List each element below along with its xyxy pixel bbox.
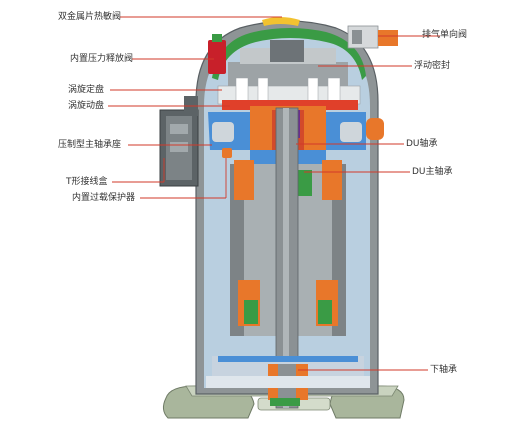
overload-protector-part bbox=[222, 148, 232, 158]
crankshaft bbox=[275, 107, 299, 409]
fixed-scroll-part bbox=[217, 77, 361, 105]
relief-valve bbox=[208, 34, 226, 74]
discharge-valve bbox=[347, 25, 398, 49]
label-floating-seal: 浮动密封 bbox=[414, 61, 451, 71]
lower-bearing-part bbox=[212, 356, 364, 406]
oil-sump bbox=[206, 376, 370, 388]
leader-lines bbox=[108, 16, 440, 371]
label-discharge-check-valve: 排气单向阀 bbox=[422, 30, 468, 40]
label-bimetal-disc: 双金属片热敏阀 bbox=[58, 12, 122, 22]
label-overload-protector: 内置过载保护器 bbox=[72, 193, 136, 203]
label-t-terminal-box: T形接线盒 bbox=[66, 177, 108, 187]
label-du-bearing: DU轴承 bbox=[406, 139, 438, 149]
top-cap bbox=[212, 28, 366, 92]
bimetal-disc-part bbox=[262, 17, 300, 26]
terminal-box bbox=[159, 96, 199, 187]
label-orbiting-scroll: 涡旋动盘 bbox=[68, 101, 105, 111]
suction-fitting bbox=[366, 118, 384, 140]
label-du-main-bearing: DU主轴承 bbox=[412, 167, 453, 177]
label-lower-bearing: 下轴承 bbox=[430, 365, 458, 375]
label-fixed-scroll: 涡旋定盘 bbox=[68, 85, 105, 95]
label-internal-relief-valve: 内置压力释放阀 bbox=[70, 54, 134, 64]
motor-rotor bbox=[234, 160, 342, 326]
label-main-bearing-housing: 压制型主轴承座 bbox=[58, 140, 122, 150]
